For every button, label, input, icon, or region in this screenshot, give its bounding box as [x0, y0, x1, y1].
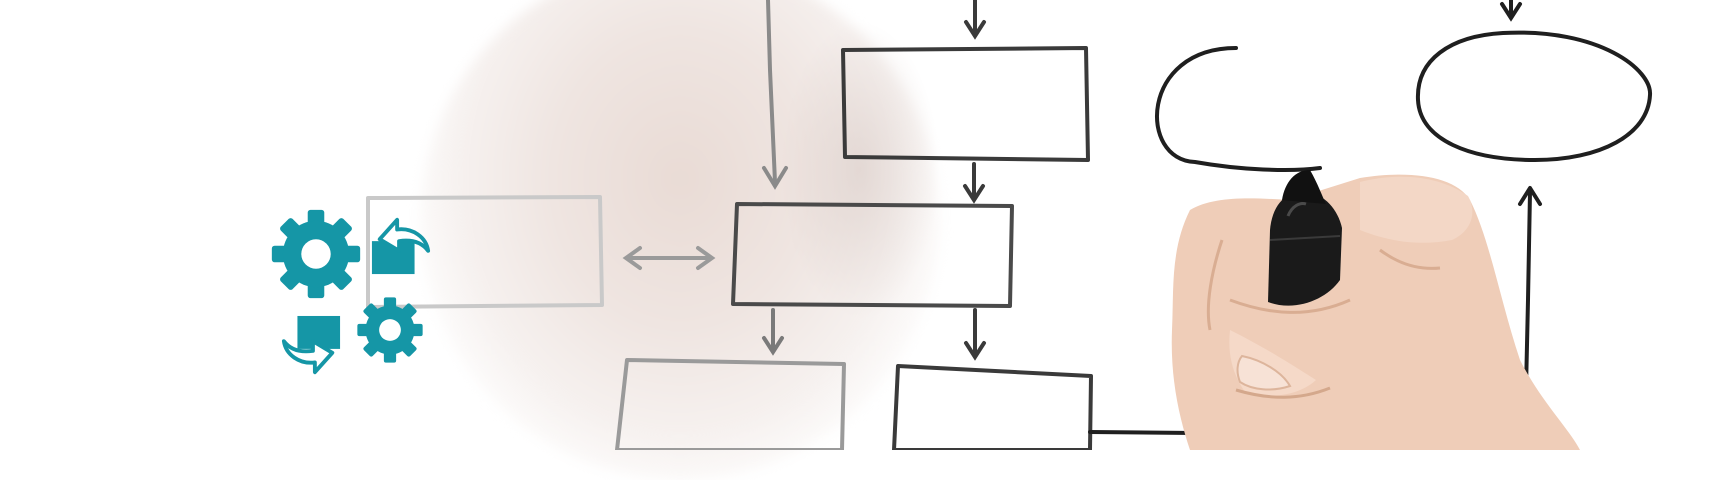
small-gear-icon: [357, 297, 423, 363]
process-box-lower-left: [615, 358, 846, 450]
gear-icon: [271, 209, 361, 299]
arrow-middle-to-lower-right: [964, 308, 986, 361]
terminator-oval: [1415, 30, 1653, 162]
arrow-into-top-box: [964, 0, 986, 40]
faint-process-box: [366, 195, 604, 309]
arrow-middle-to-lower-left: [762, 308, 784, 356]
process-box-lower-right: [892, 364, 1093, 450]
face-shadow: [780, 20, 940, 320]
vertical-arrow-top-left: [762, 0, 788, 190]
redo-arrow-icon: [281, 315, 341, 375]
process-box-middle: [731, 202, 1014, 308]
arrow-top-to-middle: [963, 162, 985, 204]
flowchart-photo: [270, 0, 1653, 480]
process-box-top: [841, 46, 1090, 162]
settings-icon-cluster: [270, 208, 440, 378]
hand-drawn-flowchart: [366, 0, 1653, 450]
arrow-into-oval: [1500, 0, 1522, 22]
undo-arrow-icon: [371, 217, 431, 275]
black-marker: [1268, 170, 1342, 306]
open-oval-shape: [1155, 46, 1322, 172]
hand-holding-marker: [1171, 174, 1580, 450]
double-arrow: [622, 246, 716, 270]
